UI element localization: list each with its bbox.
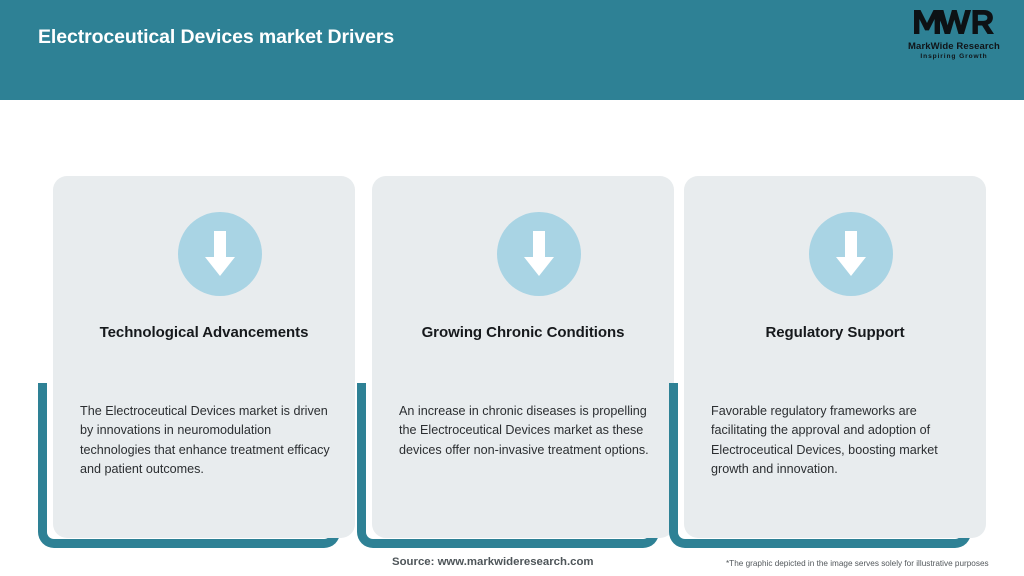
card-title: Growing Chronic Conditions xyxy=(421,324,625,341)
driver-card-3: Regulatory Support Favorable regulatory … xyxy=(669,100,986,548)
logo-tagline: Inspiring Growth xyxy=(920,53,988,60)
mwr-monogram-icon xyxy=(913,9,995,40)
down-arrow-icon xyxy=(178,212,262,296)
footer-source[interactable]: Source: www.markwideresearch.com xyxy=(392,556,594,568)
driver-card-1: Technological Advancements The Electroce… xyxy=(38,100,355,548)
card-title: Technological Advancements xyxy=(99,324,309,341)
card-title: Regulatory Support xyxy=(765,324,905,341)
card-body-text: Favorable regulatory frameworks are faci… xyxy=(711,404,938,476)
card-surface[interactable]: Technological Advancements The Electroce… xyxy=(53,176,355,538)
footer-disclaimer: *The graphic depicted in the image serve… xyxy=(726,559,989,568)
logo-company-name: MarkWide Research xyxy=(908,41,1000,52)
down-arrow-icon xyxy=(497,212,581,296)
company-logo: MarkWide Research Inspiring Growth xyxy=(898,9,1010,61)
page-title: Electroceutical Devices market Drivers xyxy=(38,26,395,48)
drivers-card-group: Technological Advancements The Electroce… xyxy=(0,100,1024,548)
card-surface[interactable]: Growing Chronic Conditions An increase i… xyxy=(372,176,674,538)
card-body-text: An increase in chronic diseases is prope… xyxy=(399,404,649,457)
card-body-text: The Electroceutical Devices market is dr… xyxy=(80,404,330,476)
driver-card-2: Growing Chronic Conditions An increase i… xyxy=(357,100,674,548)
card-surface[interactable]: Regulatory Support Favorable regulatory … xyxy=(684,176,986,538)
page-header: Electroceutical Devices market Drivers M… xyxy=(0,0,1024,100)
down-arrow-icon xyxy=(809,212,893,296)
